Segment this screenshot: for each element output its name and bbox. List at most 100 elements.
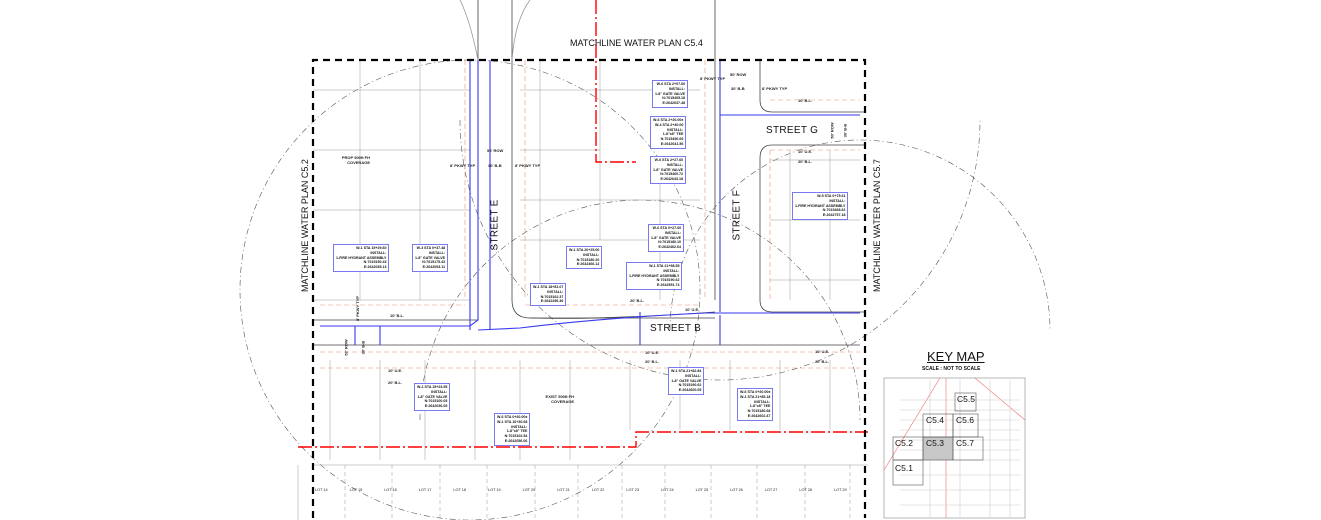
setback-label: 20' B.L. [388, 380, 403, 385]
note-line: 1-8" GATE VALVE [671, 378, 702, 383]
lot-label: LOT 22 [591, 488, 605, 492]
note-line: N:7015468.62 [822, 208, 846, 213]
row-label: 52' ROW [343, 339, 349, 356]
matchline-left-label: MATCHLINE WATER PLAN C5.2 [300, 159, 310, 292]
note-line: N:7015180.68 [747, 409, 771, 414]
bb-label: 30' B-B [360, 340, 366, 355]
note-line: W-6 STA 0+20.00± [740, 390, 771, 394]
note-line: N:7015102.54 [504, 434, 528, 439]
street-g-label: STREET G [766, 125, 819, 136]
row-label: 50' ROW [487, 148, 504, 153]
street-f-label: STREET F [731, 189, 743, 241]
note-line: INSTALL: [583, 252, 600, 257]
note-line: N:7015162.37 [540, 294, 564, 299]
note-line: INSTALL: [829, 198, 846, 203]
lot-label: LOT 26 [730, 488, 743, 492]
note-line: 1-FIRE HYDRANT ASSEMBLY [795, 203, 846, 208]
row-label: 50' ROW [829, 122, 835, 139]
note-line: N:7015100.05 [424, 399, 448, 404]
note-line: N:7015450.69 [660, 137, 684, 142]
note-line: N:7015180.20 [576, 257, 600, 262]
setback-lines [320, 60, 860, 369]
lot-label: LOT 28 [799, 488, 812, 492]
setback-label: 10' U.E. [815, 349, 830, 354]
note-line: W-6 STA 2+27.60 [654, 158, 684, 162]
note-line: W-1 STA 21+58.55 [649, 264, 680, 268]
pkwy-label: 8' PKWY TYP [450, 163, 476, 168]
note-line: 1-8"x8" TEE [662, 132, 684, 137]
note-line: INSTALL: [431, 389, 448, 394]
note-line: N:7015460.72 [660, 172, 684, 177]
street-curbs [313, 0, 865, 346]
key-map-sheet-c5-7[interactable]: C5.7 [956, 438, 974, 448]
water-lines [320, 60, 860, 345]
lot-label: LOT 24 [661, 488, 674, 492]
note-line: INSTALL: [547, 289, 564, 294]
note-line: INSTALL: [370, 250, 387, 255]
note-line: W-1 STA 15+23.55 [417, 385, 448, 389]
note-line: E:2642600.05 [678, 388, 702, 393]
note-line: INSTALL: [667, 127, 684, 132]
note-line: E:2642093.11 [422, 265, 446, 270]
note-line: W-6 STA 2+07.60 [656, 82, 686, 86]
lot-label: LOT 23 [626, 488, 639, 492]
key-map-title: KEY MAP [927, 349, 985, 364]
note-line: 1-8"x8" TEE [506, 429, 528, 434]
setback-label: 10' U.E. [388, 368, 403, 373]
note-line: W-1 STA 16+30.68 [497, 419, 528, 424]
note-line: E:2642466.12 [576, 262, 600, 267]
note-line: N:7015190.62 [678, 383, 702, 388]
lot-label: LOT 21 [557, 488, 570, 492]
note-line: W-1 STA 21+85.18 [740, 394, 771, 399]
street-e-label: STREET E [489, 199, 501, 251]
note-line: 1-8" GATE VALVE [415, 255, 446, 260]
matchline-right-label: MATCHLINE WATER PLAN C5.7 [872, 159, 882, 292]
note-line: E:2642643.18 [660, 177, 684, 182]
key-map-sheet-c5-2[interactable]: C5.2 [895, 438, 913, 448]
bb-label: 30' B-B [488, 163, 502, 168]
key-map-sheet-c5-4[interactable]: C5.4 [926, 415, 944, 425]
setback-label: 20' B.L. [630, 298, 645, 303]
note-line: E:2642036.05 [424, 404, 448, 409]
lot-label: LOT 27 [764, 488, 778, 492]
note-line: 1-8" GATE VALVE [651, 235, 682, 240]
lot-label: LOT 16 [384, 488, 397, 492]
pkwy-label: 8' PKWY TYP [700, 76, 726, 81]
note-line: INSTALL: [663, 268, 680, 273]
note-line: 1-8" GATE VALVE [655, 91, 686, 96]
note-line: W-5 STA 0+75.61 [817, 194, 846, 198]
lot-label: LOT 20 [522, 488, 536, 492]
key-map-sheet-c5-1[interactable]: C5.1 [895, 463, 913, 473]
note-line: W-1 STA 18+81.07 [533, 285, 564, 289]
pkwy-label: 8' PKWY TYP [762, 86, 788, 91]
pkwy-label: 8' PKWY TYP [355, 295, 361, 322]
key-map-sheet-c5-5[interactable]: C5.5 [957, 394, 975, 404]
bb-label: 30' B-B [731, 86, 745, 91]
setback-label: 20' B.L. [815, 359, 830, 364]
coverage-arcs [239, 59, 1051, 520]
lot-label: LOT 17 [418, 488, 432, 492]
note-line: INSTALL: [754, 399, 771, 404]
note-line: 1-8" GATE VALVE [417, 394, 448, 399]
matchline-top-label: MATCHLINE WATER PLAN C5.4 [570, 38, 703, 48]
key-map-sheet-c5-6[interactable]: C5.6 [956, 415, 974, 425]
note-line: N:7015190.62 [656, 278, 680, 283]
note-line: INSTALL: [511, 424, 528, 429]
lot-lines [297, 60, 868, 520]
note-line: E:2642591.74 [656, 283, 680, 288]
note-line: 1-8"x8" TEE [749, 404, 771, 409]
key-map-sheet-c5-3[interactable]: C5.3 [926, 438, 944, 448]
note-line: INSTALL: [685, 373, 702, 378]
bb-label: 30' B-B [842, 123, 848, 138]
note-line: E:2642641.56 [660, 141, 684, 146]
prop-coverage-callout: PROP 500ft FH COVERAGE [341, 155, 370, 165]
note-line: E:2642757.18 [822, 213, 846, 218]
